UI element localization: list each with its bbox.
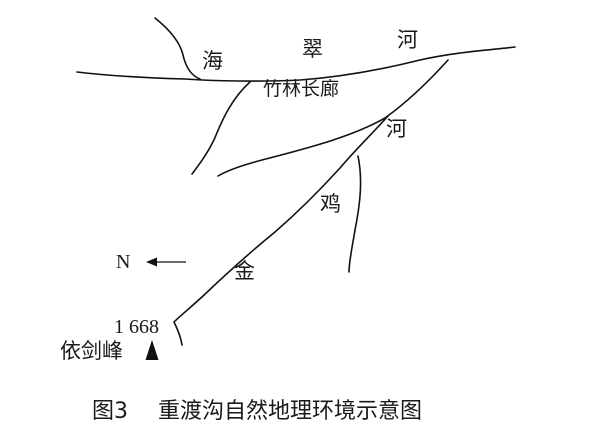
north-label: N [116,251,130,273]
elevation-label: 1 668 [114,316,159,338]
jinji-river-label-he: 河 [386,117,407,141]
zhulin-branch-east [217,59,449,177]
figure-number: 图3 [92,399,128,424]
haicui-river-label-cui: 翠 [302,37,323,61]
jinji-river-label-ji: 鸡 [320,192,341,216]
zhulin-branch-west [191,81,251,175]
haicui-river-label-he: 河 [397,28,418,52]
haicui-river-north-tributary [154,17,201,80]
figure-title: 重渡沟自然地理环境示意图 [158,399,422,424]
haicui-river-main [76,46,516,82]
zhulin-corridor-label: 竹林长廊 [263,78,339,100]
jinji-river-east-branch [348,155,362,273]
jinji-river-label-jin: 金 [234,259,255,283]
peak-name-label: 依剑峰 [60,339,123,363]
jinji-river-main [173,115,389,346]
filled-triangle-icon [145,340,159,360]
left-arrow-icon [146,257,186,267]
haicui-river-label-hai: 海 [202,49,223,73]
